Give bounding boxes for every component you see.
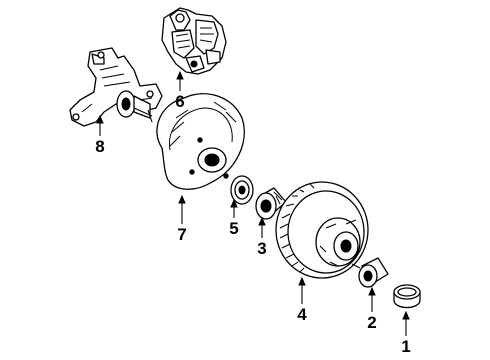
callout-3: 3 [257,239,266,258]
splash-shield [156,93,245,190]
brake-caliper [161,7,227,75]
grease-cap [393,284,421,309]
grease-seal [230,175,254,205]
callout-1: 1 [401,337,410,356]
callout-8: 8 [95,137,104,156]
callout-2: 2 [367,313,376,332]
steering-knuckle [69,47,163,127]
inner-wheel-bearing [255,187,287,220]
hub-and-rotor [275,181,369,279]
outer-wheel-bearing [358,257,389,288]
callout-5: 5 [229,219,238,238]
leader-arrows [96,70,410,336]
callout-6: 6 [175,92,184,111]
callout-4: 4 [297,305,307,324]
callout-7: 7 [177,225,186,244]
